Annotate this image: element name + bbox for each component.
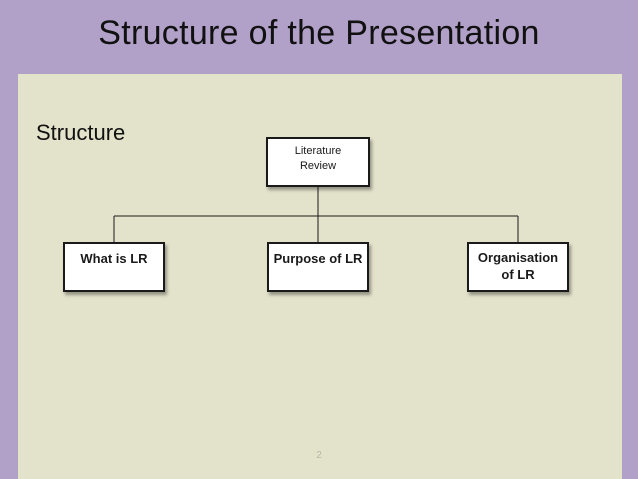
section-heading: Structure <box>36 120 126 145</box>
node-label-line2: Review <box>299 160 337 172</box>
node-purpose-of-lr: Purpose of LR <box>267 242 369 292</box>
slide-title: Structure of the Presentation <box>98 14 540 52</box>
node-label-line2: of LR <box>501 267 535 282</box>
node-label-line1: Organisation <box>477 250 559 265</box>
node-label-line1: Literature <box>294 145 342 157</box>
page-number: 2 <box>316 450 322 461</box>
node-label-line1: Purpose of LR <box>273 251 363 266</box>
node-label-line1: What is LR <box>80 251 148 266</box>
node-organisation-of-lr: Organisation of LR <box>467 242 569 292</box>
node-literature-review: Literature Review <box>266 137 370 187</box>
node-what-is-lr: What is LR <box>63 242 165 292</box>
